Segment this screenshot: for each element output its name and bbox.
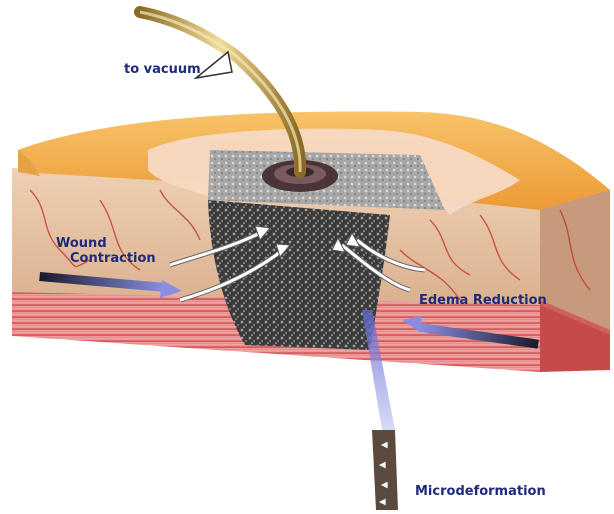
wound-contraction-label: Wound Contraction — [56, 236, 156, 266]
wound-contraction-line1: Wound — [56, 236, 107, 251]
vacuum-arrow-icon — [196, 52, 232, 78]
wound-contraction-line2: Contraction — [56, 251, 156, 266]
edema-reduction-label: Edema Reduction — [419, 293, 547, 308]
to-vacuum-label: to vacuum — [124, 62, 201, 77]
microdeformation-label: Microdeformation — [415, 484, 546, 499]
